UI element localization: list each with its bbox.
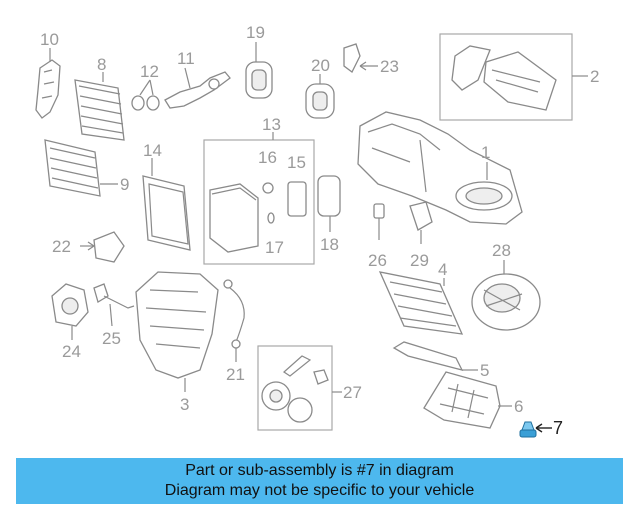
callout-20: 20	[311, 56, 330, 75]
callout-21: 21	[226, 365, 245, 384]
callout-28: 28	[492, 241, 511, 260]
part-28	[471, 260, 541, 331]
callout-29: 29	[410, 251, 429, 270]
callout-11: 11	[177, 49, 195, 68]
part-10	[35, 48, 61, 119]
part-24	[51, 283, 89, 340]
callout-7: 7	[553, 418, 563, 438]
callout-10: 10	[40, 30, 59, 49]
callout-12: 12	[140, 62, 159, 81]
part-2	[439, 33, 588, 121]
part-6	[423, 371, 512, 429]
part-13-group	[203, 132, 315, 265]
part-8	[74, 72, 125, 141]
callout-13: 13	[262, 115, 281, 134]
callout-26: 26	[368, 251, 387, 270]
part-19	[245, 42, 273, 99]
part-1	[357, 111, 523, 225]
callout-22: 22	[52, 237, 71, 256]
part-12	[131, 79, 160, 111]
part-3	[135, 271, 219, 392]
part-22	[80, 231, 125, 263]
callout-17: 17	[265, 238, 284, 257]
part-20	[305, 74, 335, 119]
callout-2: 2	[590, 67, 599, 86]
banner-line-1: Part or sub-assembly is #7 in diagram	[185, 462, 454, 479]
callout-18: 18	[320, 235, 339, 254]
callout-8: 8	[97, 55, 106, 74]
part-14	[142, 158, 191, 251]
callout-5: 5	[480, 361, 489, 380]
part-21	[223, 279, 245, 362]
part-29	[409, 201, 433, 244]
part-26	[373, 203, 385, 240]
callout-24: 24	[62, 342, 81, 361]
banner-line-2: Diagram may not be specific to your vehi…	[164, 482, 475, 499]
part-5	[392, 341, 478, 371]
part-7	[519, 421, 552, 438]
callout-16: 16	[258, 148, 277, 167]
part-27	[257, 345, 342, 431]
part-18	[317, 175, 341, 232]
info-banner: Part or sub-assembly is #7 in diagram Di…	[16, 458, 623, 504]
part-11	[164, 67, 231, 109]
callout-23: 23	[380, 57, 399, 76]
callout-14: 14	[143, 141, 162, 160]
callout-4: 4	[438, 260, 447, 279]
parts-diagram: 10 8 12 11 19 20 23	[35, 23, 599, 438]
callout-19: 19	[246, 23, 265, 42]
callout-27: 27	[343, 383, 362, 402]
part-25	[93, 283, 135, 327]
callout-15: 15	[287, 153, 306, 172]
callout-6: 6	[514, 397, 523, 416]
part-4	[378, 271, 464, 335]
callout-9: 9	[120, 175, 129, 194]
callout-25: 25	[102, 329, 121, 348]
part-9	[44, 139, 118, 197]
callout-1: 1	[481, 143, 490, 162]
callout-3: 3	[180, 395, 189, 414]
part-23	[343, 43, 378, 73]
